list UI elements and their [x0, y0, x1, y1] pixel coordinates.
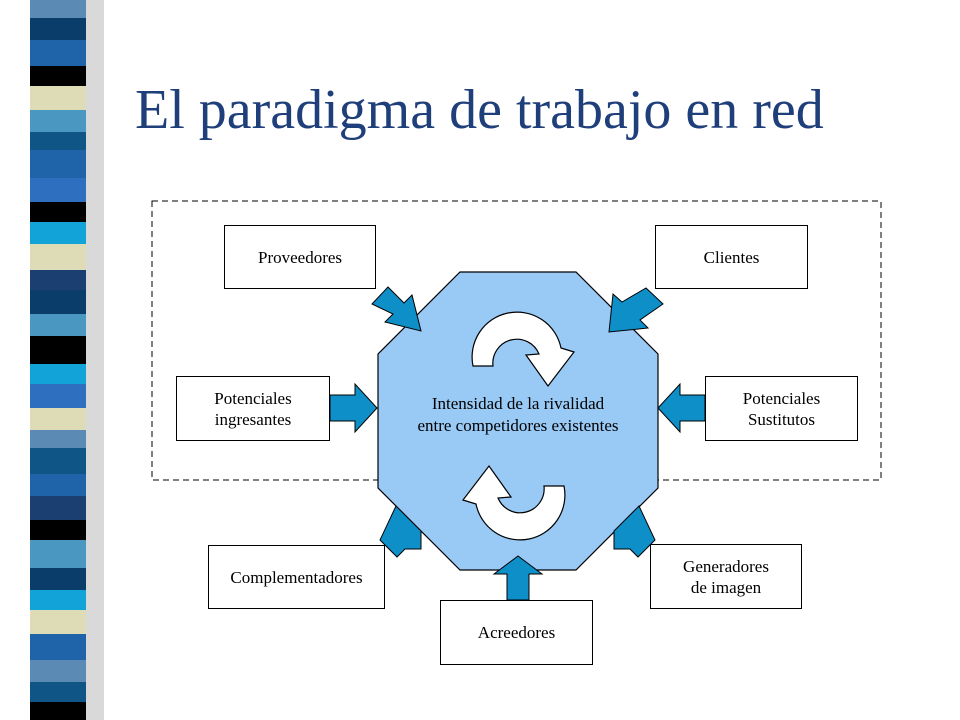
strip-block	[30, 40, 86, 66]
strip-block	[30, 590, 86, 610]
strip-block	[30, 336, 86, 364]
strip-block	[30, 86, 86, 110]
block-arrow-icon	[657, 382, 706, 434]
node-proveedores: Proveedores	[224, 225, 376, 289]
strip-block	[30, 202, 86, 222]
block-arrow-icon	[329, 382, 378, 434]
strip-block	[30, 132, 86, 150]
block-arrow-icon	[492, 555, 544, 601]
strip-block	[30, 430, 86, 448]
strip-block	[30, 496, 86, 520]
rivalry-label: Intensidad de la rivalidad entre competi…	[417, 394, 619, 435]
strip-block	[30, 222, 86, 244]
strip-block	[30, 568, 86, 590]
circular-arrow-icon	[471, 311, 576, 388]
strip-block	[30, 610, 86, 634]
strip-block	[30, 702, 86, 720]
strip-block	[30, 314, 86, 336]
strip-block	[30, 150, 86, 178]
strip-block	[30, 384, 86, 408]
strip-block	[30, 66, 86, 86]
strip-block	[30, 110, 86, 132]
node-potenciales-ingresantes: Potenciales ingresantes	[176, 376, 330, 441]
strip-block	[30, 660, 86, 682]
strip-block	[30, 408, 86, 430]
rivalry-octagon	[377, 271, 659, 571]
strip-block	[30, 474, 86, 496]
strip-block	[30, 270, 86, 290]
block-arrow-icon	[379, 505, 422, 558]
slide-title: El paradigma de trabajo en red	[135, 79, 824, 141]
block-arrow-icon	[613, 505, 656, 558]
strip-block	[30, 364, 86, 384]
strip-block	[30, 244, 86, 270]
decorative-side-strip	[30, 0, 104, 720]
strip-block	[30, 682, 86, 702]
node-acreedores: Acreedores	[440, 600, 593, 665]
node-clientes: Clientes	[655, 225, 808, 289]
strip-block	[30, 178, 86, 202]
node-generadores-imagen: Generadores de imagen	[650, 544, 802, 609]
node-complementadores: Complementadores	[208, 545, 385, 609]
strip-block	[30, 448, 86, 474]
strip-block	[30, 290, 86, 314]
strip-blocks	[30, 0, 86, 720]
strip-block	[30, 0, 86, 18]
pointer-arrows	[329, 286, 706, 601]
node-potenciales-sustitutos: Potenciales Sustitutos	[705, 376, 858, 441]
strip-block	[30, 520, 86, 540]
strip-block	[30, 540, 86, 568]
strip-block	[30, 634, 86, 660]
strip-shadow	[86, 0, 104, 720]
strip-block	[30, 18, 86, 40]
block-arrow-icon	[371, 286, 422, 332]
block-arrow-icon	[608, 287, 664, 333]
circular-arrow-icon	[461, 464, 566, 541]
